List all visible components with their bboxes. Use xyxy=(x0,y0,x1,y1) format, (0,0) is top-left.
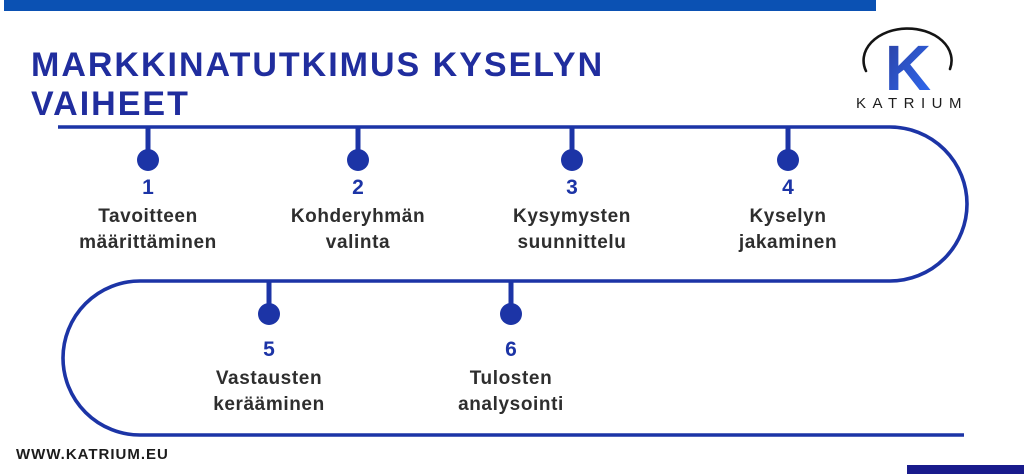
timeline-pin-6 xyxy=(500,281,522,325)
page-title-line-2: VAIHEET xyxy=(31,85,190,123)
step-4: 4 Kyselyn jakaminen xyxy=(678,176,898,256)
step-number: 1 xyxy=(142,176,154,199)
step-label: Kysymysten suunnittelu xyxy=(462,204,682,256)
step-number: 5 xyxy=(263,338,275,361)
step-5: 5 Vastausten kerääminen xyxy=(159,338,379,418)
page-title: MARKKINATUTKIMUS KYSELYN VAIHEET xyxy=(31,46,604,124)
timeline-pin-4 xyxy=(777,127,799,171)
step-label-line-2: suunnittelu xyxy=(517,232,627,253)
step-number: 4 xyxy=(782,176,794,199)
step-label-line-1: Tavoitteen xyxy=(98,206,198,227)
timeline-pin-5 xyxy=(258,281,280,325)
timeline-serpentine-path xyxy=(58,125,969,437)
step-label-line-2: jakaminen xyxy=(738,232,838,253)
step-number: 2 xyxy=(352,176,364,199)
step-label: Tulosten analysointi xyxy=(401,366,621,418)
logo-circle-arc-icon xyxy=(862,27,953,73)
step-number: 3 xyxy=(566,176,578,199)
top-accent-bar xyxy=(4,0,876,11)
step-6: 6 Tulosten analysointi xyxy=(401,338,621,418)
step-label-line-2: valinta xyxy=(325,232,391,253)
step-label-line-2: määrittäminen xyxy=(79,232,217,253)
step-label-line-1: Vastausten xyxy=(215,368,323,389)
katrium-logo: K KATRIUM xyxy=(856,27,968,111)
step-3: 3 Kysymysten suunnittelu xyxy=(462,176,682,256)
step-label: Kyselyn jakaminen xyxy=(678,204,898,256)
page-title-line-1: MARKKINATUTKIMUS KYSELYN xyxy=(31,46,605,84)
footer-website-url: WWW.KATRIUM.EU xyxy=(16,446,169,463)
logo-k-letter: K xyxy=(885,32,931,104)
step-label-line-2: analysointi xyxy=(458,394,564,415)
step-label-line-2: kerääminen xyxy=(213,394,325,415)
step-label-line-1: Tulosten xyxy=(469,368,553,389)
step-label: Tavoitteen määrittäminen xyxy=(38,204,258,256)
step-label: Vastausten kerääminen xyxy=(159,366,379,418)
step-label-line-1: Kohderyhmän xyxy=(290,206,426,227)
bottom-accent-bar xyxy=(907,465,1024,474)
step-label-line-1: Kyselyn xyxy=(749,206,827,227)
step-label-line-1: Kysymysten xyxy=(513,206,631,227)
timeline-pin-3 xyxy=(561,127,583,171)
step-number: 6 xyxy=(505,338,517,361)
timeline-pins xyxy=(137,127,799,325)
logo-brand-text: KATRIUM xyxy=(856,95,968,111)
step-label: Kohderyhmän valinta xyxy=(248,204,468,256)
step-1: 1 Tavoitteen määrittäminen xyxy=(38,176,258,256)
step-2: 2 Kohderyhmän valinta xyxy=(248,176,468,256)
timeline-pin-2 xyxy=(347,127,369,171)
timeline-pin-1 xyxy=(137,127,159,171)
